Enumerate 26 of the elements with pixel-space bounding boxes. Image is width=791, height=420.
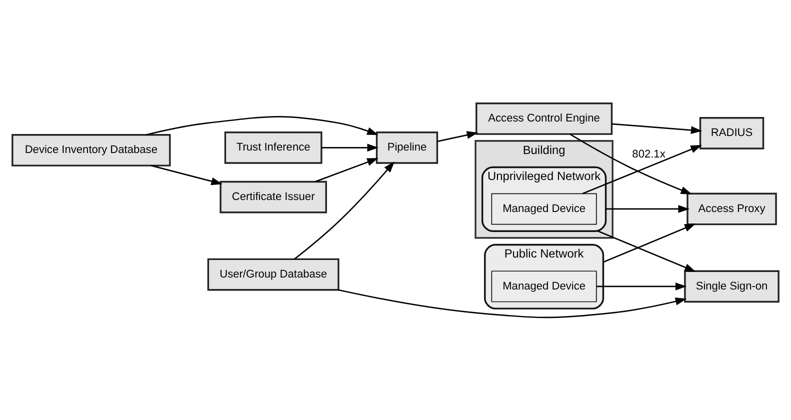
node-box: Trust Inference — [224, 131, 322, 164]
arrow — [606, 204, 690, 212]
node-box: Access Control Engine — [476, 102, 613, 134]
arrow — [596, 282, 687, 290]
arrow — [569, 133, 692, 194]
arrow — [582, 144, 702, 194]
arrow — [602, 223, 696, 262]
node-box: Certificate Issuer — [220, 180, 327, 213]
node-box: Managed Device — [491, 192, 597, 224]
arrow — [321, 143, 378, 152]
arrow — [437, 130, 478, 142]
node-box: Single Sign-on — [684, 270, 780, 302]
node-box: Pipeline — [376, 131, 438, 164]
arrow — [598, 230, 696, 272]
arrow — [314, 158, 378, 182]
node-box: Device Inventory Database — [12, 134, 171, 166]
arrow — [150, 164, 223, 185]
node-box: RADIUS — [699, 116, 764, 149]
edge-label: 802.1x — [632, 148, 666, 160]
node-box: User/Group Database — [207, 258, 340, 290]
node-box: Access Proxy — [686, 192, 777, 225]
arrow — [294, 160, 395, 260]
node-box: Managed Device — [491, 270, 597, 302]
arrow — [146, 116, 378, 136]
arrow — [338, 288, 687, 318]
arrow — [612, 122, 702, 134]
